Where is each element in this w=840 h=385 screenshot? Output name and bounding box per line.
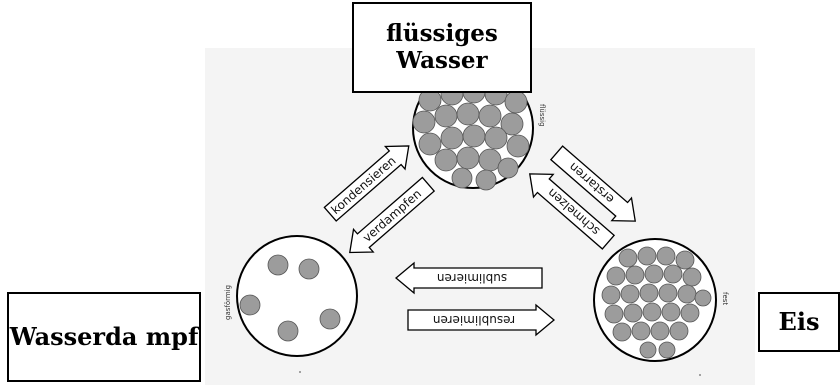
solid-particle [694,289,712,307]
solid-particle [606,266,626,286]
solid-particle [642,302,662,322]
solid-particle [658,283,678,303]
gas-particle [239,294,261,316]
solid-particle [682,267,702,287]
solid-particle [677,284,697,304]
gas-state-label: gasförmig [224,285,232,320]
liquid-particle [418,132,442,156]
liquid-particle [506,134,530,158]
liquid-state-label: flüssig [538,104,546,127]
solid-particle [601,285,621,305]
liquid-particle [451,167,473,189]
liquid-particle [434,148,458,172]
arrow-resublimieren: resublimieren [407,303,556,337]
liquid-particle [504,90,528,114]
solid-particle [623,303,643,323]
gas-particle [298,258,320,280]
solid-particle [639,341,657,359]
liquid-particle [440,126,464,150]
solid-particle [604,304,624,324]
liquid-particle [456,146,480,170]
solid-particle [625,265,645,285]
gas-particle [319,308,341,330]
liquid-particle [500,112,524,136]
solid-particle [669,321,689,341]
solid-particle [661,302,681,322]
ice-label: Eis [778,307,820,337]
solid-particle [663,264,683,284]
liquid-particle [434,104,458,128]
resublimieren-label: resublimieren [433,313,515,327]
liquid-particle [484,126,508,150]
solid-particle [631,321,651,341]
solid-particle [612,322,632,342]
liquid-particle [412,110,436,134]
gas-particle [277,320,299,342]
solid-particle [658,341,676,359]
solid-state-label: fest [721,292,729,305]
solid-particle [680,303,700,323]
scan-dot [699,374,701,376]
solid-particle [620,284,640,304]
liquid-particle [456,102,480,126]
solid-particle [650,321,670,341]
solid-particle [656,246,676,266]
solid-particle [675,250,695,270]
water-vapor-label: Wasserda mpf [9,322,199,352]
liquid-particle [497,157,519,179]
water-vapor-label-box: Wasserda mpf [7,292,201,382]
sublimieren-label: sublimieren [437,271,507,285]
liquid-water-label: flüssiges Wasser [386,20,498,74]
solid-state-circle: fest [593,238,729,362]
gas-particle [267,254,289,276]
scan-dot [299,371,301,373]
arrow-sublimieren: sublimieren [394,261,543,295]
solid-particle [639,283,659,303]
liquid-particle [478,104,502,128]
liquid-water-label-box: flüssiges Wasser [352,2,532,93]
solid-particle [644,264,664,284]
liquid-particle [462,124,486,148]
ice-label-box: Eis [758,292,840,352]
gas-state-circle: gasförmig [224,235,358,357]
solid-particle [637,246,657,266]
solid-particle [618,248,638,268]
liquid-particle [475,169,497,191]
